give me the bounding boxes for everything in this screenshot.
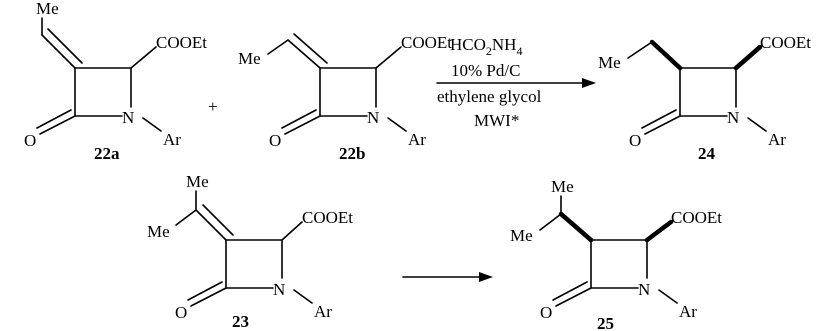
reagent-label: HCO2NH4 <box>450 35 522 58</box>
aryl-label: Ar <box>163 130 181 149</box>
ester-label: COOEt <box>156 33 207 52</box>
compound-number-22b: 22b <box>339 144 365 163</box>
methyl-label-top: Me <box>551 177 574 196</box>
nitrogen-label: N <box>638 280 650 299</box>
compound-number-22a: 22a <box>94 144 120 163</box>
methyl-label-left: Me <box>510 226 533 245</box>
ester-label: COOEt <box>401 33 452 52</box>
compound-24: Me COOEt O N Ar 24 <box>598 33 811 163</box>
methyl-label-left: Me <box>147 222 170 241</box>
ester-label: COOEt <box>671 208 722 227</box>
carbonyl-oxygen-label: O <box>629 131 641 150</box>
nitrogen-label: N <box>367 108 379 127</box>
aryl-label: Ar <box>408 130 426 149</box>
reaction-conditions: HCO2NH4 10% Pd/C ethylene glycol MWI* <box>436 35 596 130</box>
ester-label: COOEt <box>760 33 811 52</box>
aryl-label: Ar <box>679 302 697 321</box>
nitrogen-label: N <box>122 108 134 127</box>
activation-label: MWI* <box>474 111 519 130</box>
carbonyl-oxygen-label: O <box>540 303 552 322</box>
methyl-label: Me <box>238 49 261 68</box>
compound-22a: Me COOEt O N Ar 22a <box>24 0 207 163</box>
ester-label: COOEt <box>302 208 353 227</box>
compound-number-25: 25 <box>597 314 614 331</box>
compound-23: Me Me COOEt O N Ar 23 <box>147 172 353 331</box>
aryl-label: Ar <box>768 130 786 149</box>
nitrogen-label: N <box>727 108 739 127</box>
carbonyl-oxygen-label: O <box>175 303 187 322</box>
carbonyl-oxygen-label: O <box>269 131 281 150</box>
compound-25: Me Me COOEt O N Ar 25 <box>510 177 722 331</box>
reaction-arrow-bottom <box>402 272 493 282</box>
compound-number-23: 23 <box>232 312 249 331</box>
solvent-label: ethylene glycol <box>437 87 542 106</box>
compound-number-24: 24 <box>698 144 716 163</box>
aryl-label: Ar <box>314 302 332 321</box>
methyl-label: Me <box>598 53 621 72</box>
carbonyl-oxygen-label: O <box>24 131 36 150</box>
plus-sign: + <box>208 97 218 116</box>
compound-22b: Me COOEt O N Ar 22b <box>238 33 452 163</box>
catalyst-label: 10% Pd/C <box>451 61 520 80</box>
nitrogen-label: N <box>273 280 285 299</box>
methyl-label: Me <box>36 0 59 18</box>
methyl-label-top: Me <box>186 172 209 191</box>
